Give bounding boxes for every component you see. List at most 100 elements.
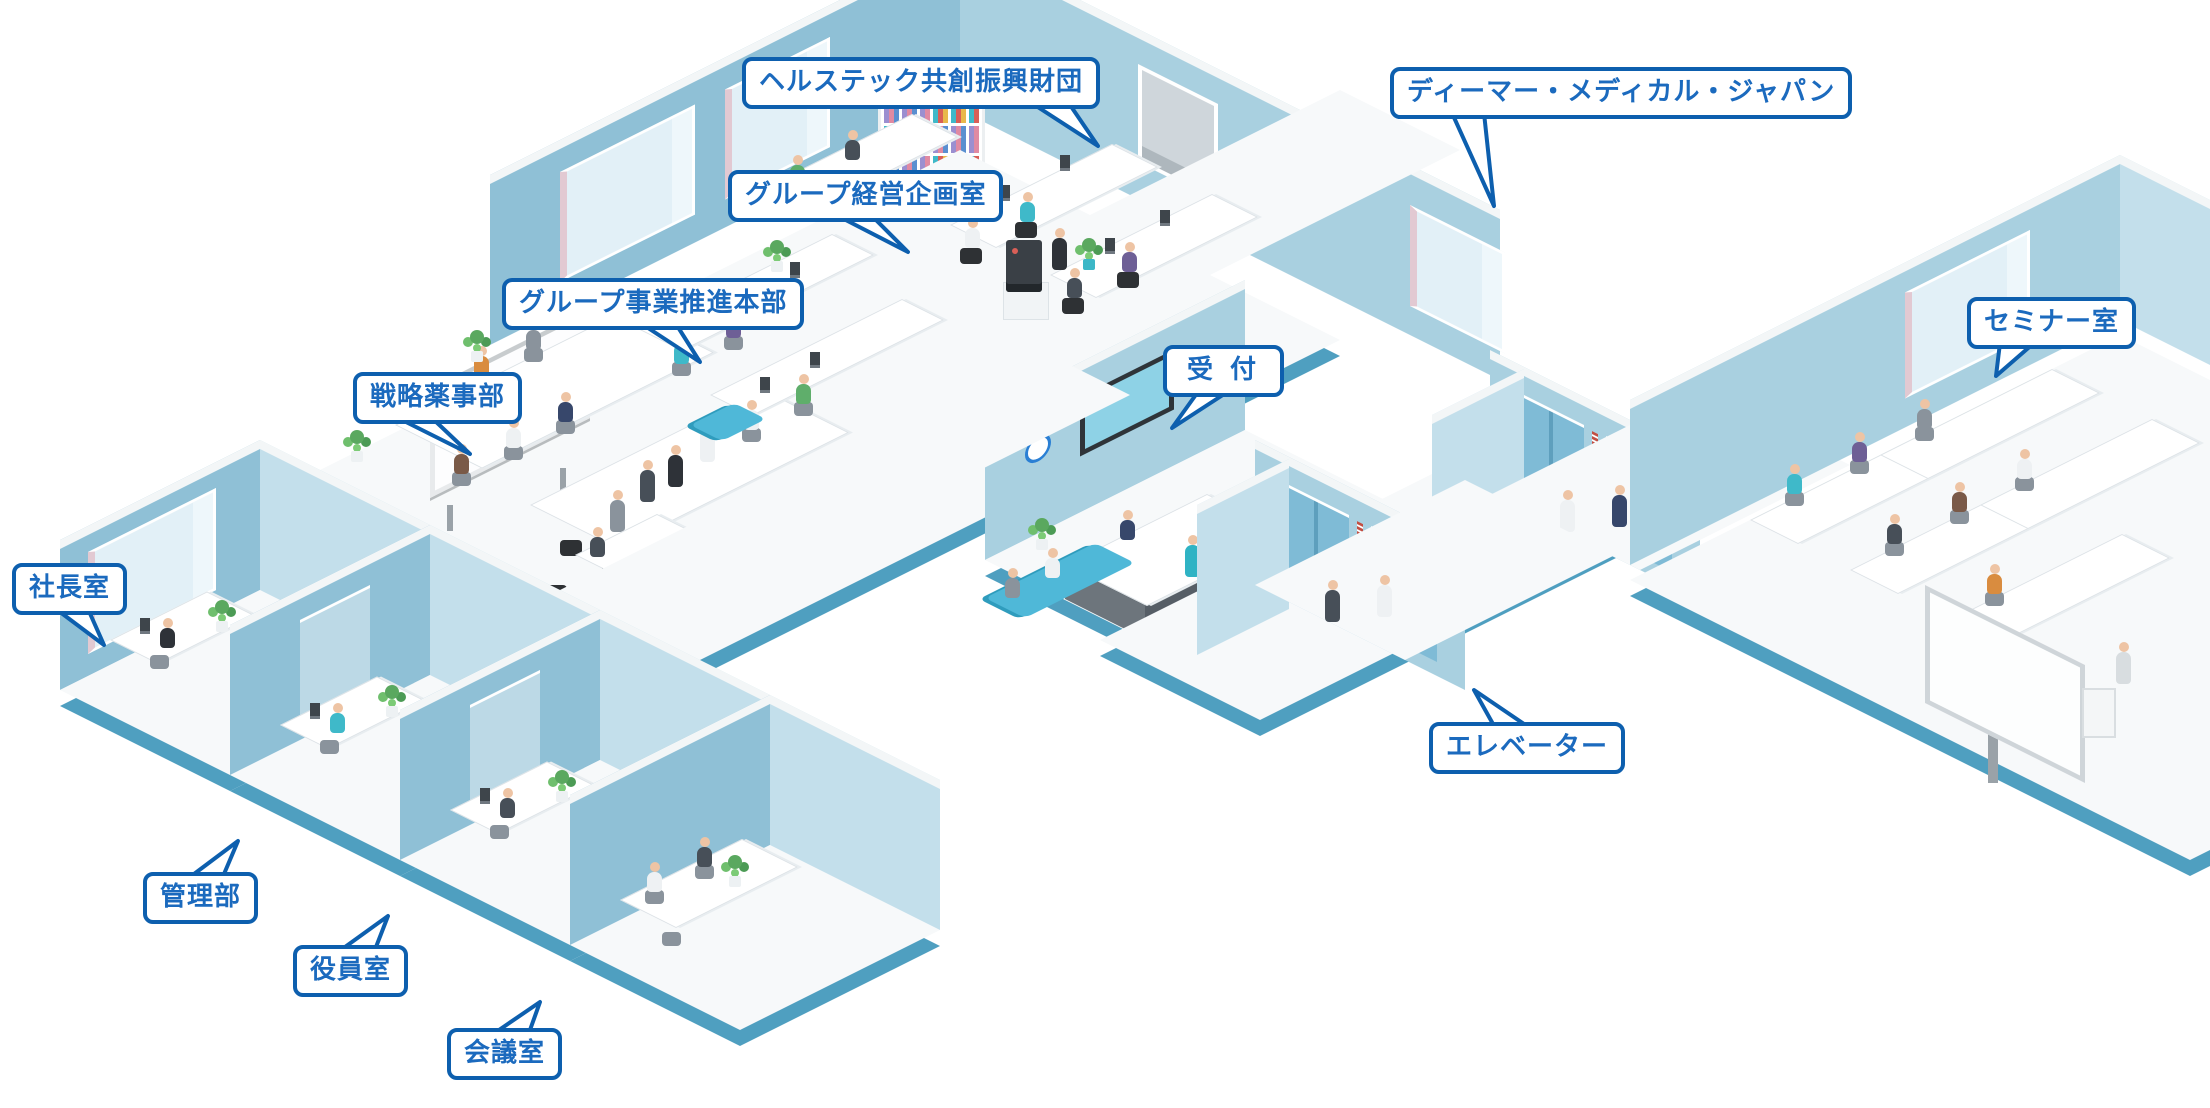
office-worker-standing [1377, 575, 1392, 617]
office-chair [794, 402, 813, 416]
plant [770, 240, 784, 272]
president [160, 618, 175, 648]
office-worker-standing [1325, 580, 1340, 622]
callout-label: ヘルステック共創振興財団 [759, 67, 1084, 97]
whiteboard-leg [447, 505, 453, 531]
plant [385, 685, 399, 717]
seminar-attendee [1887, 514, 1902, 544]
office-chair [672, 362, 691, 376]
callout-label: 受 付 [1187, 355, 1261, 385]
office-chair [724, 336, 743, 350]
office-chair [1850, 460, 1869, 474]
office-chair [524, 348, 543, 362]
callout-label: グループ事業推進本部 [519, 288, 788, 318]
office-worker [1067, 268, 1082, 298]
monitor [480, 788, 490, 804]
callout-label: 会議室 [464, 1038, 546, 1068]
office-chair [490, 825, 509, 839]
callout-admin-dept: 管理部 [143, 872, 259, 924]
office-worker [1122, 242, 1137, 272]
seminar-attendee [1852, 432, 1867, 462]
office-worker [965, 218, 980, 248]
whiteboard-leg [560, 468, 566, 494]
plant [215, 600, 229, 632]
callout-label: 社長室 [29, 573, 111, 603]
seminar-attendee [2017, 449, 2032, 479]
waiting-visitor [1005, 568, 1020, 598]
office-worker [845, 130, 860, 160]
waiting-visitor [1045, 548, 1060, 578]
podium [2082, 688, 2116, 738]
callout-group-management-planning: グループ経営企画室 [728, 170, 1004, 222]
callout-label: グループ経営企画室 [745, 180, 987, 210]
plant [728, 855, 742, 887]
seminar-attendee [1952, 482, 1967, 512]
callout-conference-room: 会議室 [447, 1028, 563, 1080]
office-chair [1015, 222, 1037, 238]
presenter [2116, 642, 2131, 684]
callout-label: 管理部 [160, 882, 242, 912]
office-chair [695, 865, 714, 879]
office-worker [558, 392, 573, 422]
office-chair [150, 655, 169, 669]
callout-label: セミナー室 [1984, 307, 2120, 337]
office-worker-standing [668, 445, 683, 487]
screen-stand [1988, 698, 1998, 783]
seminar-attendee [1987, 564, 2002, 594]
office-chair [1117, 272, 1139, 288]
callout-elevator: エレベーター [1429, 722, 1626, 774]
office-chair [1950, 510, 1969, 524]
monitor [810, 352, 820, 368]
callout-label: 戦略薬事部 [370, 382, 506, 412]
office-chair [960, 248, 982, 264]
seminar-attendee [1787, 464, 1802, 494]
visitor [1185, 535, 1200, 577]
monitor [1000, 185, 1010, 201]
office-worker-standing [640, 460, 655, 502]
office-chair [662, 932, 681, 946]
plant [350, 430, 364, 462]
callout-healthtech-foundation: ヘルステック共創振興財団 [742, 57, 1101, 109]
plant [1035, 518, 1049, 550]
office-worker-standing [1612, 485, 1627, 527]
plant [555, 770, 569, 802]
plant [1082, 238, 1096, 270]
callout-reception: 受 付 [1163, 345, 1285, 397]
office-chair [504, 446, 523, 460]
receptionist [1120, 510, 1135, 540]
executive [500, 788, 515, 818]
office-worker [647, 862, 662, 892]
office-chair [2015, 477, 2034, 491]
office-worker [590, 527, 605, 557]
office-worker [1052, 228, 1067, 270]
office-chair [1062, 298, 1084, 314]
office-chair [1885, 542, 1904, 556]
office-chair [742, 428, 761, 442]
callout-label: ディーマー・メディカル・ジャパン [1407, 77, 1836, 107]
office-worker-standing [610, 490, 625, 532]
office-chair [1985, 592, 2004, 606]
monitor [1060, 155, 1070, 171]
callout-label: エレベーター [1446, 732, 1609, 762]
callout-president-office: 社長室 [12, 563, 128, 615]
callout-group-business-promotion: グループ事業推進本部 [502, 278, 805, 330]
office-chair [645, 890, 664, 904]
office-worker [330, 703, 345, 733]
monitor [310, 703, 320, 719]
office-chair [556, 420, 575, 434]
office-worker [1020, 192, 1035, 222]
monitor [140, 618, 150, 634]
callout-seminar-room: セミナー室 [1967, 297, 2137, 349]
monitor [1105, 238, 1115, 254]
monitor [790, 262, 800, 278]
office-chair [320, 740, 339, 754]
office-worker [796, 374, 811, 404]
monitor [760, 377, 770, 393]
office-chair [1915, 427, 1934, 441]
office-chair [452, 472, 471, 486]
callout-label: 役員室 [310, 955, 392, 985]
office-chair [1785, 492, 1804, 506]
callout-strategic-pharma-affairs: 戦略薬事部 [353, 372, 523, 424]
